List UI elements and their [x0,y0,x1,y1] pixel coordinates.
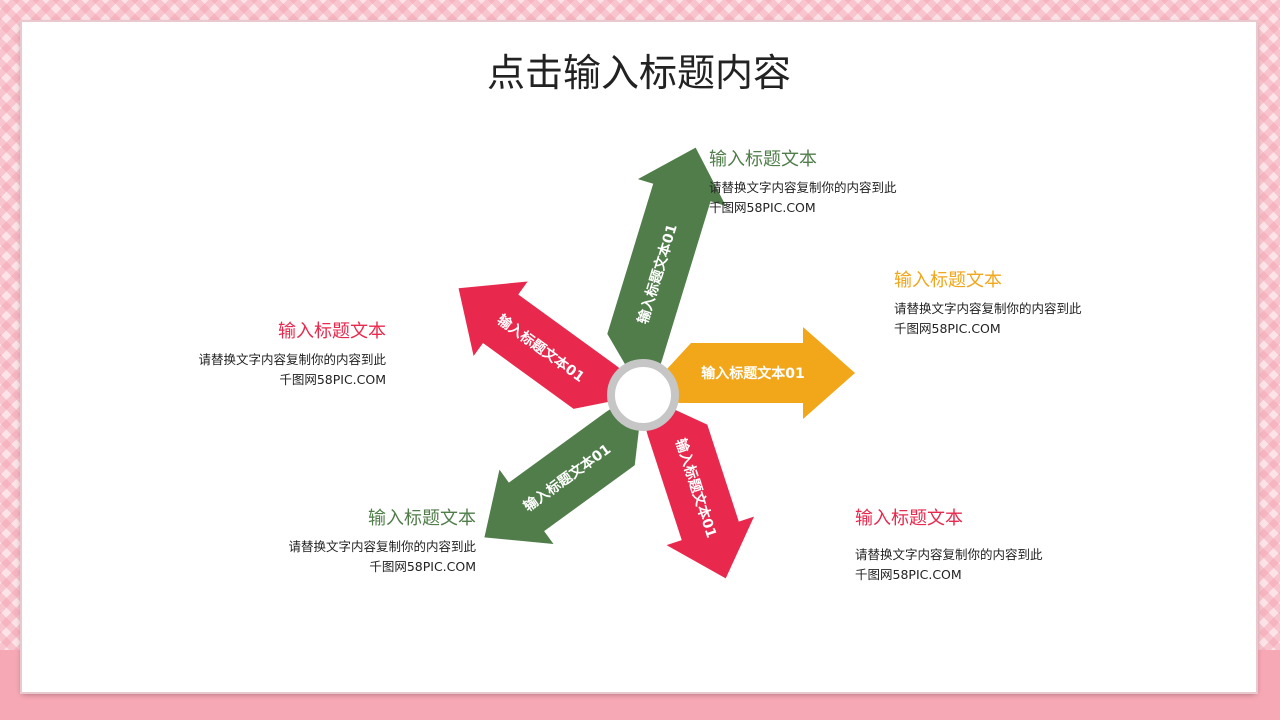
block-line: 请替换文字内容复制你的内容到此 [288,539,476,554]
block-body: 请替换文字内容复制你的内容到此 千图网58PIC.COM [855,545,1115,585]
block-heading: 输入标题文本 [368,508,476,529]
arrow-body [642,395,755,579]
block-body: 请替换文字内容复制你的内容到此 千图网58PIC.COM [126,350,386,390]
text-block-right: 输入标题文本 请替换文字内容复制你的内容到此 千图网58PIC.COM [894,269,1154,339]
center-ring [607,359,679,431]
block-heading: 输入标题文本 [855,508,963,529]
arrow-red-down: 输入标题文本01 [642,395,755,579]
block-heading: 输入标题文本 [278,321,386,342]
block-heading: 输入标题文本 [709,149,817,170]
block-line: 千图网58PIC.COM [709,200,816,215]
arrow-body [643,327,855,419]
block-line: 千图网58PIC.COM [855,567,962,582]
block-line: 请替换文字内容复制你的内容到此 [198,352,386,367]
block-line: 千图网58PIC.COM [894,321,1001,336]
slide-title: 点击输入标题内容 [486,51,791,95]
text-block-bottom-left: 输入标题文本 请替换文字内容复制你的内容到此 千图网58PIC.COM [216,507,476,577]
text-block-left: 输入标题文本 请替换文字内容复制你的内容到此 千图网58PIC.COM [126,320,386,390]
block-line: 请替换文字内容复制你的内容到此 [855,547,1043,562]
text-block-top: 输入标题文本 请替换文字内容复制你的内容到此 千图网58PIC.COM [709,148,969,218]
arrow-green-up: 输入标题文本01 [607,147,726,395]
block-body: 请替换文字内容复制你的内容到此 千图网58PIC.COM [709,178,969,218]
arrow-body [484,395,643,545]
block-heading: 输入标题文本 [894,270,1002,291]
block-line: 请替换文字内容复制你的内容到此 [894,301,1082,316]
block-body: 请替换文字内容复制你的内容到此 千图网58PIC.COM [894,299,1154,339]
arrow-body [458,281,643,409]
arrow-orange-right: 输入标题文本01 [643,327,855,419]
arrow-body [607,147,726,395]
block-line: 千图网58PIC.COM [369,559,476,574]
arrow-label: 输入标题文本01 [701,365,804,382]
block-body: 请替换文字内容复制你的内容到此 千图网58PIC.COM [216,537,476,577]
text-block-bottom-right: 输入标题文本 请替换文字内容复制你的内容到此 千图网58PIC.COM [855,507,1115,585]
block-line: 千图网58PIC.COM [279,372,386,387]
block-line: 请替换文字内容复制你的内容到此 [709,180,897,195]
